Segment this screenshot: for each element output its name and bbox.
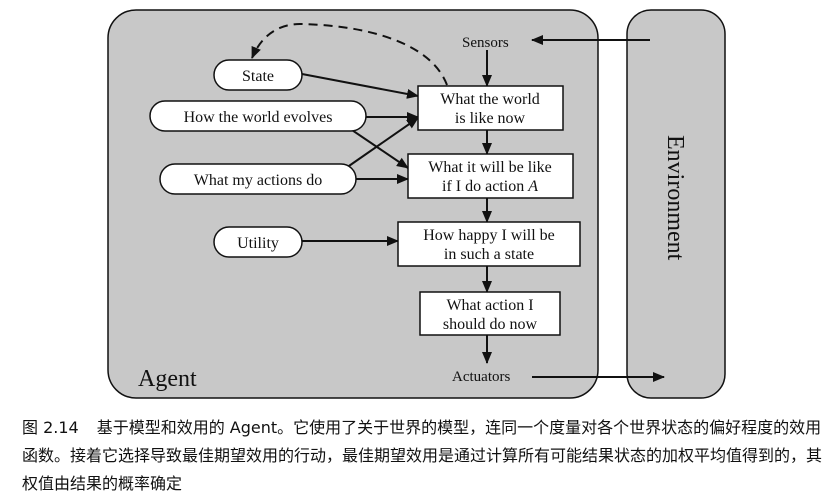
svg-text:if I do action A: if I do action A bbox=[442, 178, 538, 195]
world-now-box: What the world is like now bbox=[417, 85, 564, 131]
caption-text: 基于模型和效用的 Agent。它使用了关于世界的模型，连同一个度量对各个世界状态… bbox=[22, 418, 823, 493]
sensors-label: Sensors bbox=[462, 35, 509, 51]
svg-text:What my actions do: What my actions do bbox=[194, 172, 322, 189]
svg-text:How the world evolves: How the world evolves bbox=[184, 109, 333, 126]
how-world-evolves-oval: How the world evolves bbox=[149, 100, 367, 132]
environment-panel bbox=[626, 9, 726, 399]
svg-text:in such a state: in such a state bbox=[444, 246, 534, 263]
world-to-state-dashed-arrow bbox=[251, 22, 448, 86]
svg-text:How happy I will be: How happy I will be bbox=[423, 227, 555, 244]
environment-label: Environment bbox=[662, 135, 688, 261]
svg-text:What the world: What the world bbox=[440, 91, 540, 108]
state-oval: State bbox=[213, 59, 303, 91]
svg-text:State: State bbox=[242, 68, 274, 85]
agent-label: Agent bbox=[138, 366, 197, 392]
how-happy-box: How happy I will be in such a state bbox=[397, 221, 581, 267]
if-action-box: What it will be like if I do action A bbox=[407, 153, 574, 199]
svg-text:What action I: What action I bbox=[446, 297, 533, 314]
svg-text:should do now: should do now bbox=[443, 316, 538, 333]
utility-oval: Utility bbox=[213, 226, 303, 258]
actions-to-world-arrow bbox=[345, 117, 419, 169]
svg-text:Utility: Utility bbox=[237, 235, 279, 252]
agent-panel bbox=[107, 9, 599, 399]
figure-number: 图 2.14 bbox=[22, 418, 79, 437]
agent-diagram: Agent Environment Sensors Actuators Stat… bbox=[107, 9, 726, 399]
svg-text:What it will be like: What it will be like bbox=[428, 159, 552, 176]
state-to-world-arrow bbox=[301, 73, 419, 99]
svg-text:is like now: is like now bbox=[455, 110, 526, 127]
what-action-box: What action I should do now bbox=[419, 291, 561, 336]
what-my-actions-do-oval: What my actions do bbox=[159, 163, 357, 195]
actuators-label: Actuators bbox=[452, 369, 510, 385]
